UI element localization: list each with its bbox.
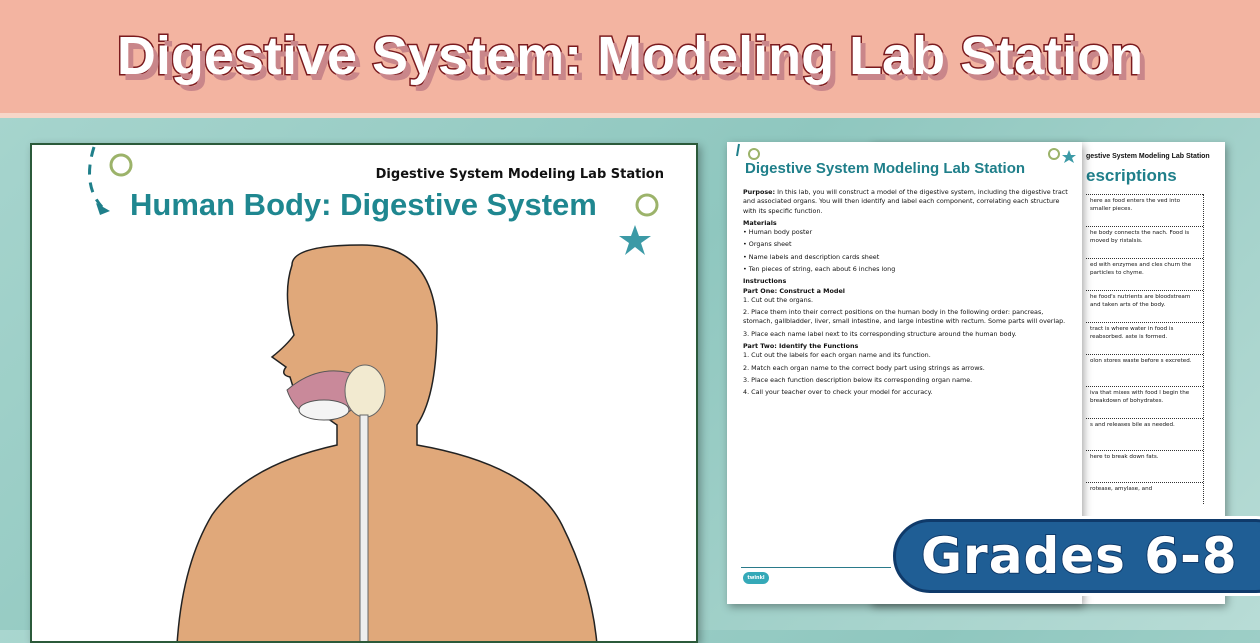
sheet-title: Digestive System Modeling Lab Station xyxy=(745,160,1026,177)
poster-title: Human Body: Digestive System xyxy=(130,187,597,222)
twinkl-logo: twinkl xyxy=(743,572,769,584)
instruction-step: 2. Place them into their correct positio… xyxy=(743,308,1066,326)
material-item: • Organs sheet xyxy=(743,240,792,249)
circle-decoration xyxy=(109,153,133,177)
sheet-title: escriptions xyxy=(1086,166,1177,185)
poster-subtitle: Digestive System Modeling Lab Station xyxy=(375,167,664,182)
instruction-step: 3. Place each function description below… xyxy=(743,375,973,384)
star-icon xyxy=(1062,150,1076,163)
instruction-step: 4. Call your teacher over to check your … xyxy=(743,388,933,397)
instructions-heading: Instructions xyxy=(743,277,787,286)
instructions-sheet-preview: Digestive System Modeling Lab Station Pu… xyxy=(727,142,1082,604)
part-two-heading: Part Two: Identify the Functions xyxy=(743,341,859,350)
description-card: s and releases bile as needed. xyxy=(1086,418,1203,450)
description-card: ed with enzymes and cles churn the parti… xyxy=(1086,258,1203,290)
arrow-icon xyxy=(96,203,110,215)
materials-heading: Materials xyxy=(743,218,777,227)
instruction-step: 1. Cut out the labels for each organ nam… xyxy=(743,351,931,360)
instruction-step: 2. Match each organ name to the correct … xyxy=(743,363,985,372)
material-item: • Human body poster xyxy=(743,228,813,237)
description-card: here to break down fats. xyxy=(1086,450,1203,482)
purpose-label: Purpose: xyxy=(743,188,776,196)
circle-decoration xyxy=(635,193,659,217)
banner: Digestive System: Modeling Lab Station xyxy=(0,0,1260,118)
description-card: olon stores waste before s excreted. xyxy=(1086,354,1203,386)
circle-decoration xyxy=(1048,148,1060,160)
description-card: tract is where water in food is reabsorb… xyxy=(1086,322,1203,354)
sheet-header: gestive System Modeling Lab Station xyxy=(1086,153,1210,160)
part-one-heading: Part One: Construct a Model xyxy=(743,286,845,295)
instruction-step: 1. Cut out the organs. xyxy=(743,295,814,304)
instruction-step: 3. Place each name label next to its cor… xyxy=(743,329,1017,338)
material-item: • Name labels and description cards shee… xyxy=(743,252,880,261)
star-icon xyxy=(619,225,651,255)
banner-title: Digestive System: Modeling Lab Station xyxy=(115,25,1144,88)
description-card: rotease, amylase, and xyxy=(1086,482,1203,504)
body-illustration xyxy=(88,146,659,641)
grades-label: Grades 6-8 xyxy=(920,526,1238,586)
sheet-body: Purpose: In this lab, you will construct… xyxy=(743,188,1073,400)
description-card: iva that mixes with food l begin the bre… xyxy=(1086,386,1203,418)
description-card: he food's nutrients are bloodstream and … xyxy=(1086,290,1203,322)
poster-preview: Digestive System Modeling Lab Station Hu… xyxy=(30,143,698,643)
purpose-text: In this lab, you will construct a model … xyxy=(743,188,1068,215)
description-cards: here as food enters the ved into smaller… xyxy=(1086,194,1204,504)
grades-badge: Grades 6-8 xyxy=(893,519,1260,593)
description-card: here as food enters the ved into smaller… xyxy=(1086,194,1203,226)
description-card: he body connects the nach. Food is moved… xyxy=(1086,226,1203,258)
material-item: • Ten pieces of string, each about 6 inc… xyxy=(743,264,896,273)
footer-divider xyxy=(741,567,891,568)
circle-decoration xyxy=(748,148,760,160)
